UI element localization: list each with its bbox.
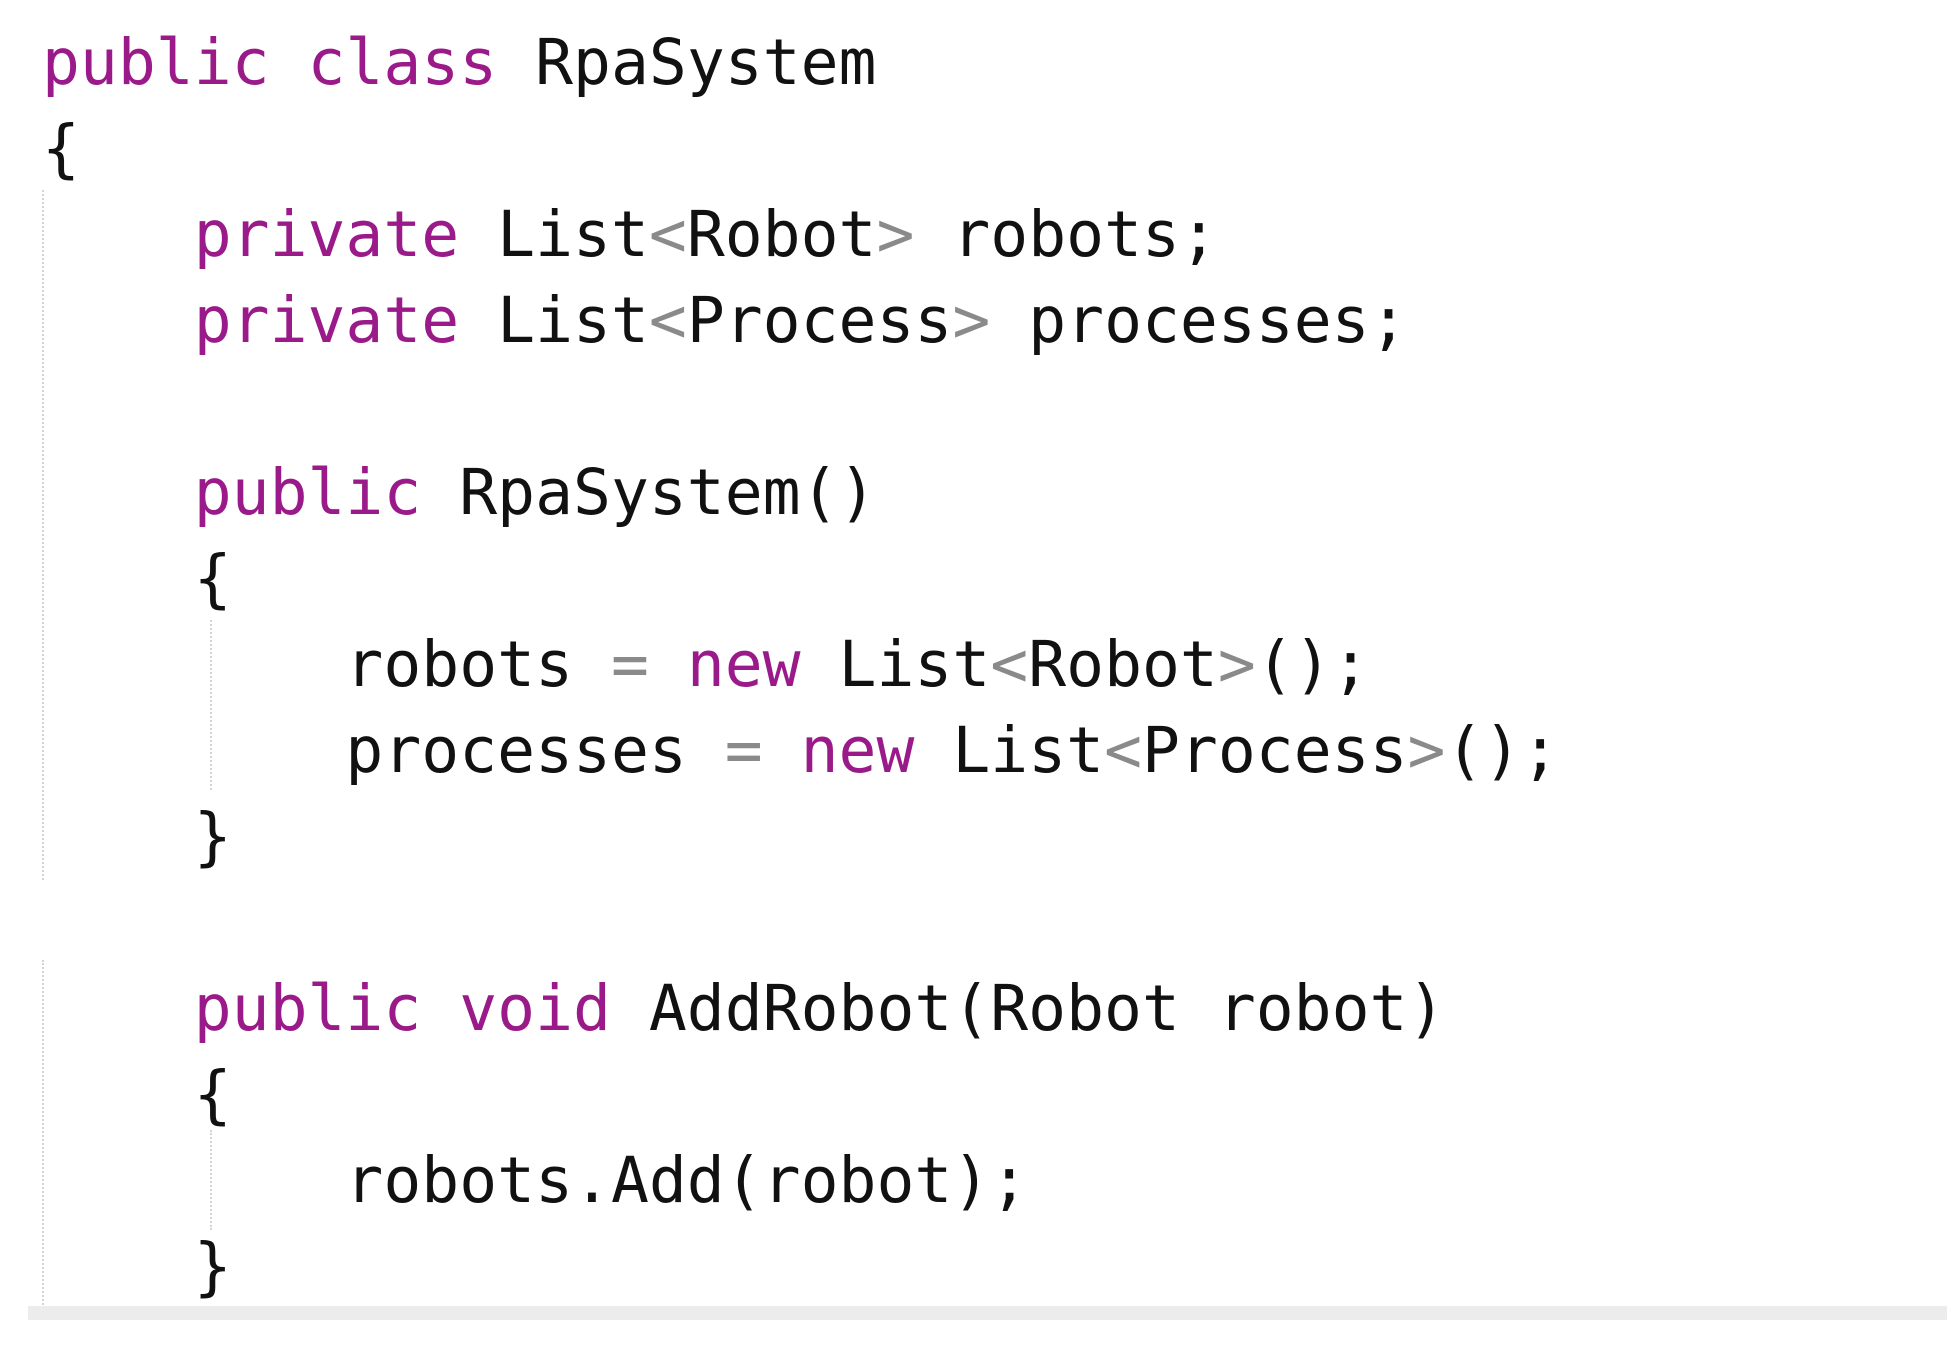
- code-line: public void AddRobot(Robot robot): [42, 966, 1559, 1052]
- code-token-plain: List: [459, 284, 649, 357]
- code-text[interactable]: public class RpaSystem{ private List<Rob…: [42, 20, 1559, 1310]
- code-token-plain: ();: [1255, 628, 1370, 701]
- code-token-plain: [42, 284, 194, 357]
- code-token-keyword: private: [193, 284, 460, 357]
- code-token-op: =: [724, 714, 763, 787]
- code-line: }: [42, 1224, 1559, 1310]
- indent-guide-class-lower: [42, 960, 44, 1305]
- code-token-angle: <: [1104, 714, 1142, 787]
- code-line: {: [42, 106, 1559, 192]
- code-token-keyword: public: [42, 26, 270, 99]
- code-token-plain: List: [800, 628, 991, 701]
- code-token-keyword: void: [459, 972, 611, 1045]
- code-token-plain: robots;: [914, 198, 1218, 271]
- code-token-plain: processes: [42, 714, 725, 787]
- code-token-angle: <: [648, 198, 687, 271]
- code-token-plain: }: [42, 800, 232, 873]
- indent-guide-addrobot: [210, 1130, 212, 1230]
- code-token-plain: {: [42, 1058, 232, 1131]
- horizontal-scrollbar[interactable]: [28, 1306, 1947, 1320]
- code-token-plain: robots.Add(robot);: [42, 1144, 1029, 1217]
- code-token-keyword: class: [307, 26, 498, 99]
- code-line: private List<Process> processes;: [42, 278, 1559, 364]
- code-line: {: [42, 1052, 1559, 1138]
- code-token-plain: RpaSystem(): [421, 456, 877, 529]
- code-token-plain: [270, 26, 308, 99]
- code-token-angle: >: [952, 284, 991, 357]
- code-token-plain: {: [42, 542, 232, 615]
- code-line: private List<Robot> robots;: [42, 192, 1559, 278]
- code-token-plain: List: [459, 198, 649, 271]
- code-line: public RpaSystem(): [42, 450, 1559, 536]
- code-token-plain: Robot: [1028, 628, 1218, 701]
- code-token-plain: [42, 198, 194, 271]
- code-token-keyword: public: [193, 456, 422, 529]
- code-token-plain: AddRobot(Robot robot): [610, 972, 1446, 1045]
- code-token-plain: [763, 714, 801, 787]
- code-token-plain: Process: [1142, 714, 1408, 787]
- code-token-plain: processes;: [990, 284, 1408, 357]
- indent-guide-class: [42, 190, 44, 880]
- code-token-op: =: [610, 628, 649, 701]
- code-token-angle: <: [648, 284, 687, 357]
- code-token-plain: [421, 972, 459, 1045]
- code-token-keyword: private: [193, 198, 460, 271]
- code-token-angle: >: [1217, 628, 1256, 701]
- code-line: ​: [42, 364, 1559, 450]
- code-line: robots.Add(robot);: [42, 1138, 1559, 1224]
- indent-guide-constructor: [210, 620, 212, 790]
- code-token-angle: >: [1407, 714, 1446, 787]
- code-line: {: [42, 536, 1559, 622]
- code-line: public class RpaSystem: [42, 20, 1559, 106]
- code-token-plain: [42, 972, 194, 1045]
- code-token-plain: [42, 456, 194, 529]
- code-token-plain: RpaSystem: [497, 26, 877, 99]
- code-token-keyword: public: [193, 972, 422, 1045]
- code-token-plain: robots: [42, 628, 611, 701]
- code-token-keyword: new: [800, 714, 915, 787]
- code-token-plain: Robot: [686, 198, 877, 271]
- code-line: processes = new List<Process>();: [42, 708, 1559, 794]
- code-token-keyword: new: [686, 628, 801, 701]
- code-token-plain: {: [42, 112, 80, 185]
- code-line: robots = new List<Robot>();: [42, 622, 1559, 708]
- code-line: ​: [42, 880, 1559, 966]
- code-token-plain: }: [42, 1230, 232, 1303]
- code-token-angle: <: [990, 628, 1029, 701]
- code-line: }: [42, 794, 1559, 880]
- code-token-plain: Process: [686, 284, 953, 357]
- code-token-angle: >: [876, 198, 915, 271]
- code-token-plain: [649, 628, 687, 701]
- code-token-plain: ();: [1445, 714, 1560, 787]
- code-token-plain: List: [914, 714, 1105, 787]
